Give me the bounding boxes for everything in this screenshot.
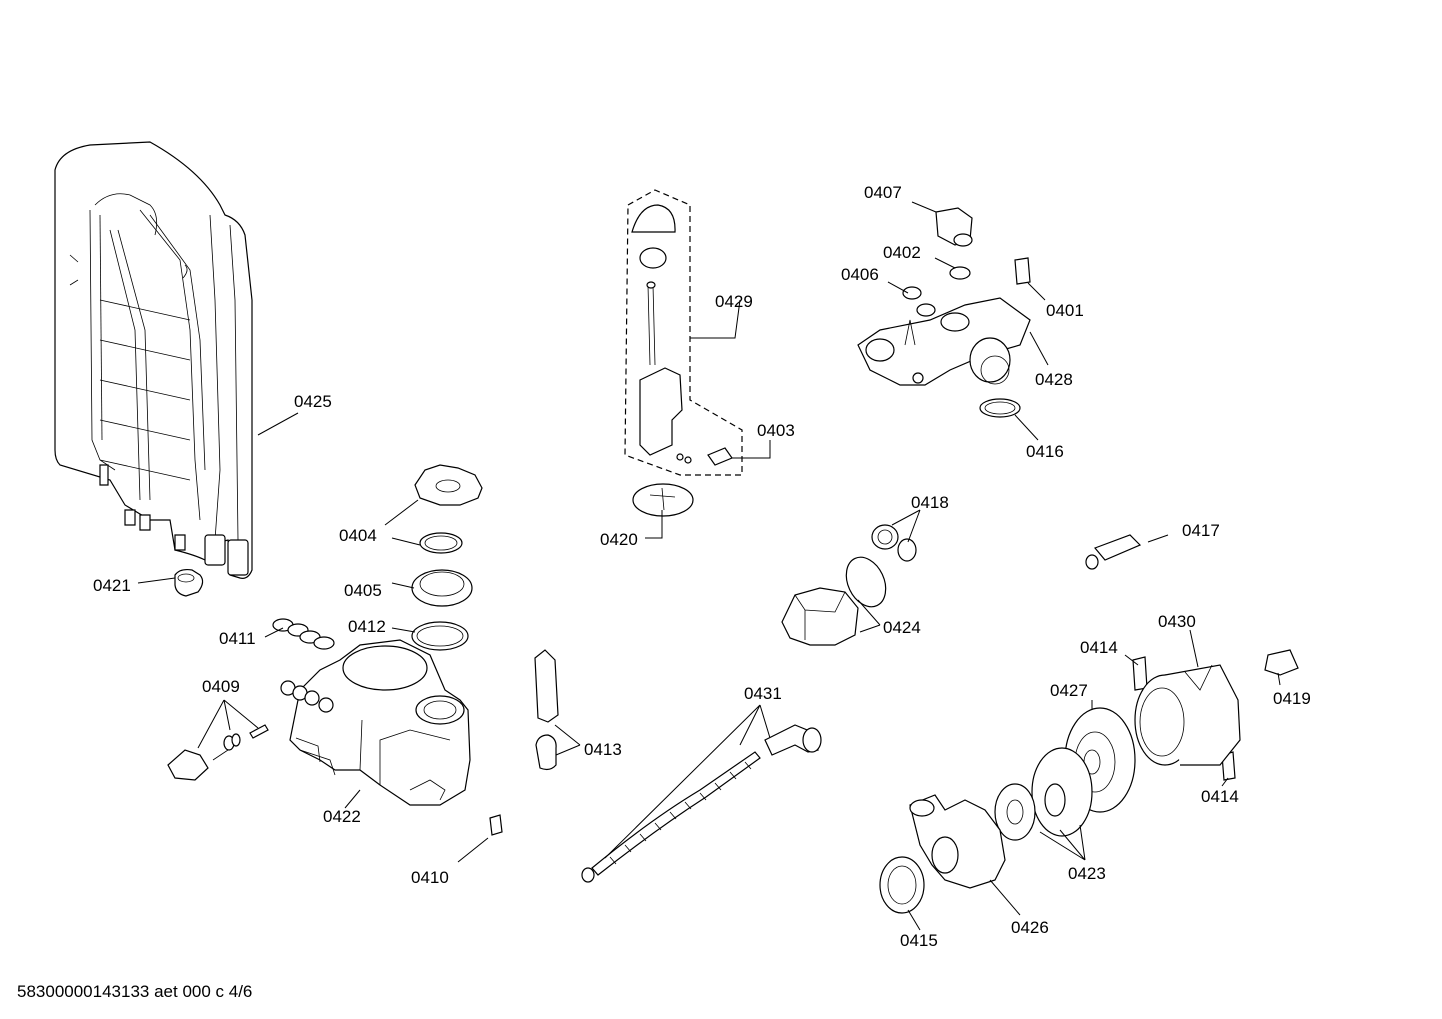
- label-0426: 0426: [1011, 918, 1049, 937]
- label-0429: 0429: [715, 292, 753, 311]
- label-0403: 0403: [757, 421, 795, 440]
- label-0417: 0417: [1182, 521, 1220, 540]
- part-0404-cap: [414, 464, 483, 506]
- part-0423-seal-ring: [1031, 747, 1093, 837]
- label-0414-top: 0414: [1080, 638, 1118, 657]
- part-0405-nut: [411, 569, 473, 607]
- label-0430: 0430: [1158, 612, 1196, 631]
- label-0405: 0405: [344, 581, 382, 600]
- part-0417-element: [1085, 534, 1142, 570]
- part-0420-disc: [632, 483, 694, 517]
- part-0401-clip: [1014, 257, 1031, 285]
- part-0423-impeller: [994, 783, 1036, 841]
- label-0428: 0428: [1035, 370, 1073, 389]
- part-0407-plug: [935, 207, 973, 247]
- part-0415-seal: [879, 856, 925, 914]
- label-0420: 0420: [600, 530, 638, 549]
- part-0418-fitting: [871, 524, 917, 562]
- part-0411-seals: [272, 618, 335, 650]
- label-0406: 0406: [841, 265, 879, 284]
- part-0406-rings: [902, 286, 936, 317]
- leader-lines: [137, 201, 1281, 931]
- label-0431: 0431: [744, 684, 782, 703]
- part-0405-ring: [419, 532, 463, 554]
- part-0429-group: [624, 189, 743, 476]
- part-0424-ring: [845, 556, 887, 608]
- part-0424-valve: [781, 587, 859, 646]
- part-0410-clip: [489, 814, 503, 836]
- part-0419-plug: [1264, 649, 1299, 676]
- label-0413: 0413: [584, 740, 622, 759]
- drawing-reference: 58300000143133 aet 000 c 4/6: [17, 982, 252, 1001]
- part-0426-pump-head: [909, 794, 1006, 889]
- label-0416: 0416: [1026, 442, 1064, 461]
- part-labels: 0425 0421 0404 0405 0412 0411 0409 0422 …: [93, 183, 1311, 950]
- part-0414-clip-top: [1132, 656, 1148, 691]
- part-0402-ring: [949, 266, 971, 280]
- part-0421-connector: [174, 568, 204, 597]
- label-0412: 0412: [348, 617, 386, 636]
- part-0422-water-softener: [280, 639, 471, 806]
- label-0422: 0422: [323, 807, 361, 826]
- label-0401: 0401: [1046, 301, 1084, 320]
- label-0407: 0407: [864, 183, 902, 202]
- part-0430-motor: [1134, 664, 1241, 766]
- label-0423: 0423: [1068, 864, 1106, 883]
- label-0424: 0424: [883, 618, 921, 637]
- label-0419: 0419: [1273, 689, 1311, 708]
- label-0414-bottom: 0414: [1201, 787, 1239, 806]
- label-0402: 0402: [883, 243, 921, 262]
- label-0425: 0425: [294, 392, 332, 411]
- label-0418: 0418: [911, 493, 949, 512]
- label-0409: 0409: [202, 677, 240, 696]
- part-0413-float: [534, 649, 559, 771]
- part-0425-heat-exchanger: [54, 141, 253, 579]
- part-0409-sensor: [167, 724, 269, 781]
- part-0428-valve-block: [857, 297, 1031, 386]
- label-0410: 0410: [411, 868, 449, 887]
- label-0421: 0421: [93, 576, 131, 595]
- label-0427: 0427: [1050, 681, 1088, 700]
- label-0404: 0404: [339, 526, 377, 545]
- part-0416-clamp: [979, 398, 1021, 418]
- part-0431-drain-hose: [581, 724, 822, 883]
- label-0415: 0415: [900, 931, 938, 950]
- part-0412-gasket: [411, 621, 469, 651]
- label-0411: 0411: [219, 629, 256, 648]
